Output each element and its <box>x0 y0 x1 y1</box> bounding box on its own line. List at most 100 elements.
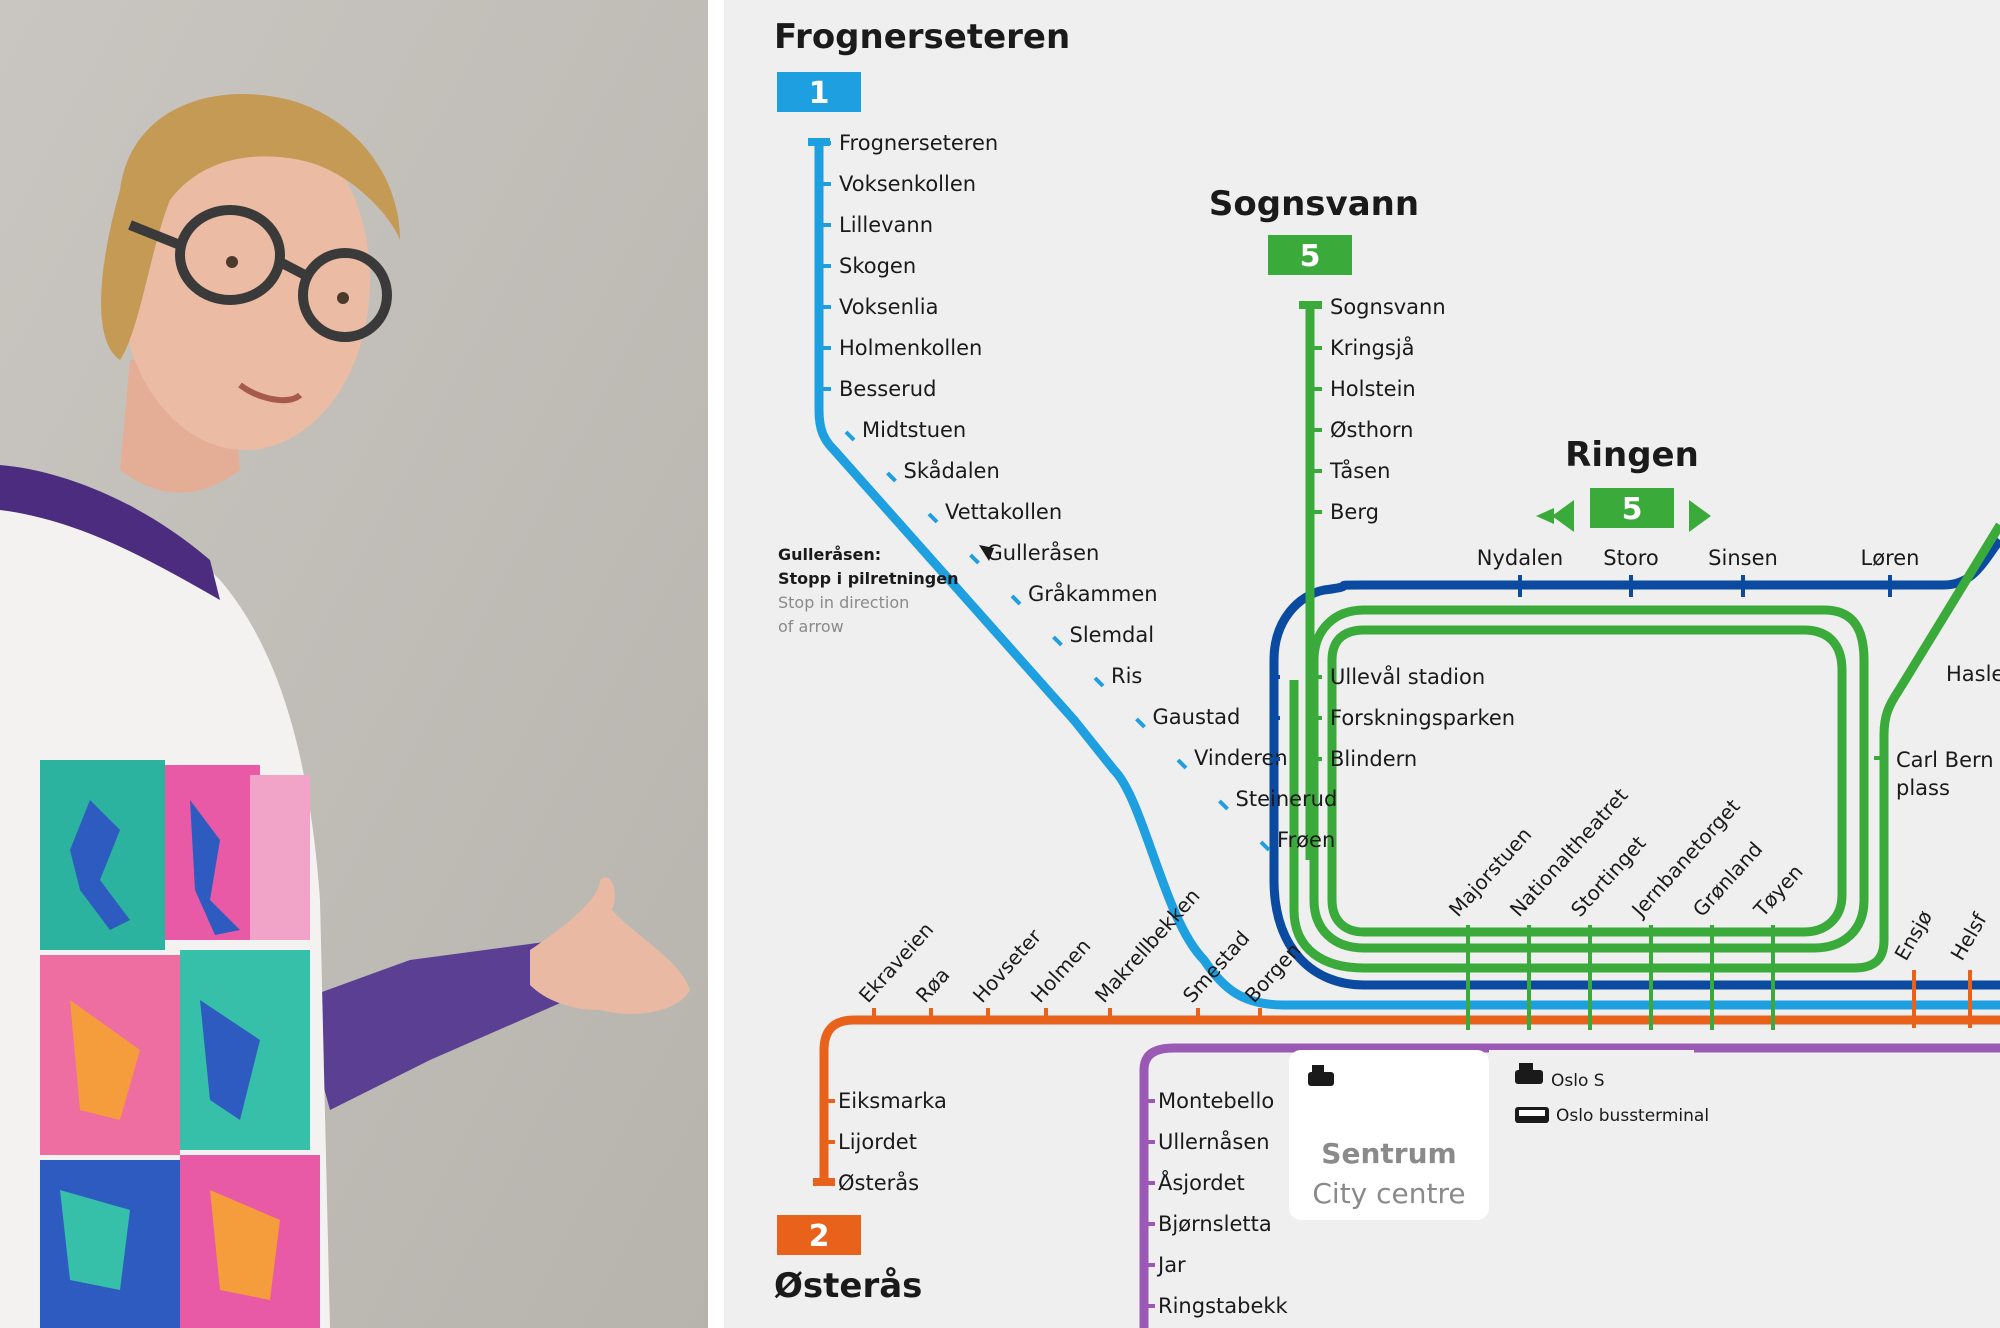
station-berg: Berg <box>1330 500 1379 524</box>
station-loren: Løren <box>1861 546 1920 570</box>
metro-map: Frognerseteren 1 Sognsvann 5 Ringen 5 2 … <box>724 0 2000 1328</box>
line-5-badge-label: 5 <box>1300 239 1321 274</box>
station-jar: Jar <box>1156 1253 1186 1277</box>
station-ulleval-stadion: Ullevål stadion <box>1330 664 1485 689</box>
station-holmenkollen: Holmenkollen <box>839 336 982 360</box>
station-tasen: Tåsen <box>1329 458 1390 483</box>
station-slemdal: Slemdal <box>1070 623 1155 647</box>
sognsvann-title: Sognsvann <box>1209 184 1419 224</box>
station-lillevann: Lillevann <box>839 213 933 237</box>
ringen-title: Ringen <box>1565 435 1699 475</box>
station-voksenlia: Voksenlia <box>839 295 938 319</box>
frognerseteren-title: Frognerseteren <box>774 17 1070 57</box>
line-3 <box>1139 1043 2000 1328</box>
line-5-badge <box>1268 235 1352 275</box>
station-hasle: Hasle <box>1946 662 2000 686</box>
station-ullernasen: Ullernåsen <box>1158 1129 1270 1154</box>
station-blindern: Blindern <box>1330 747 1417 771</box>
station-tick <box>844 430 856 442</box>
map-canvas: Frognerseteren 1 Sognsvann 5 Ringen 5 2 … <box>774 17 2000 1328</box>
station-skogen: Skogen <box>839 254 916 278</box>
station-kringsja: Kringsjå <box>1330 335 1415 360</box>
station-asjordet: Åsjordet <box>1158 1169 1245 1195</box>
station-tick <box>886 471 897 483</box>
bus-terminal-label: Oslo bussterminal <box>1556 1106 1709 1126</box>
station-midtstuen: Midtstuen <box>862 418 966 442</box>
station-tick <box>1218 799 1229 811</box>
svg-text:Stop in direction: Stop in direction <box>778 593 909 612</box>
ringen-badge-label: 5 <box>1622 492 1643 527</box>
station-froen: Frøen <box>1277 828 1335 852</box>
station-toyen: Tøyen <box>1748 860 1808 922</box>
station-borgen: Borgen <box>1240 938 1306 1007</box>
station-forskningsparken: Forskningsparken <box>1330 706 1515 730</box>
sentrum-title: Sentrum <box>1321 1137 1456 1170</box>
station-jernbanetorget: Jernbanetorget <box>1626 794 1745 923</box>
station-bjornsletta: Bjørnsletta <box>1158 1212 1272 1236</box>
station-grakammen: Gråkammen <box>1028 581 1158 606</box>
station-tick <box>1259 840 1271 852</box>
station-tick <box>927 512 939 524</box>
station-roa: Røa <box>911 963 955 1008</box>
station-eiksmarka: Eiksmarka <box>838 1089 947 1113</box>
line-1-badge <box>777 72 861 112</box>
line-2-badge-label: 2 <box>809 1219 830 1254</box>
station-lijordet: Lijordet <box>838 1130 917 1154</box>
station-tick <box>1052 635 1063 647</box>
station-carl-berner-2: plass <box>1896 776 1950 800</box>
line-2-badge <box>777 1215 861 1255</box>
ring-top-stations: Nydalen Storo Sinsen Løren <box>1477 546 1920 597</box>
station-nydalen: Nydalen <box>1477 546 1563 570</box>
line-1-stations: FrognerseterenVoksenkollenLillevannSkoge… <box>819 131 1337 852</box>
station-tick <box>1010 594 1022 606</box>
svg-text:of arrow: of arrow <box>778 617 844 636</box>
line-1 <box>808 138 2000 1010</box>
station-helsf: Helsf <box>1946 908 1992 964</box>
station-ris: Ris <box>1111 664 1142 688</box>
oslo-s-label: Oslo S <box>1551 1071 1605 1091</box>
gullerasen-note: Gulleråsen: Stopp i pilretningen Stop in… <box>778 545 958 636</box>
station-tick <box>1093 676 1105 688</box>
bus-icon <box>1515 1107 1549 1123</box>
line-1-badge-label: 1 <box>809 76 830 111</box>
station-gaustad: Gaustad <box>1153 705 1241 729</box>
station-osthorn: Østhorn <box>1330 418 1413 442</box>
direction-arrow-icon <box>979 545 994 561</box>
station-osteras: Østerås <box>838 1170 919 1195</box>
sentrum-box: Oslo S Oslo bussterminal Sentrum City ce… <box>1289 1050 1709 1220</box>
line-5-stations: SognsvannKringsjåHolsteinØsthornTåsenBer… <box>1310 295 1446 524</box>
station-storo: Storo <box>1603 546 1658 570</box>
station-besserud: Besserud <box>839 377 936 401</box>
station-vettakollen: Vettakollen <box>945 500 1062 524</box>
sentrum-subtitle: City centre <box>1312 1177 1465 1210</box>
station-montebello: Montebello <box>1158 1089 1274 1113</box>
divider <box>708 0 724 1328</box>
station-sognsvann: Sognsvann <box>1330 295 1446 319</box>
station-holstein: Holstein <box>1330 377 1416 401</box>
station-ensjo: Ensjø <box>1890 906 1938 964</box>
train-icon <box>1515 1063 1543 1084</box>
ring-left-arrow-icon <box>1536 508 1554 524</box>
station-skadalen: Skådalen <box>904 458 1000 483</box>
station-carl-berner-1: Carl Bern <box>1896 748 1994 772</box>
station-steinerud: Steinerud <box>1236 787 1338 811</box>
station-tick <box>1176 758 1188 770</box>
osteras-title: Østerås <box>774 1266 922 1306</box>
person-photo <box>0 0 708 1328</box>
svg-text:Stopp i pilretningen: Stopp i pilretningen <box>778 569 958 588</box>
station-frognerseteren: Frognerseteren <box>839 131 998 155</box>
svg-text:Gulleråsen:: Gulleråsen: <box>778 545 881 564</box>
station-sinsen: Sinsen <box>1708 546 1778 570</box>
ring-left-arrow <box>1552 500 1574 532</box>
station-voksenkollen: Voksenkollen <box>839 172 976 196</box>
station-ringstabekk: Ringstabekk <box>1158 1294 1289 1318</box>
train-icon-2 <box>1308 1065 1334 1086</box>
station-tick <box>969 553 980 565</box>
line-5 <box>1289 301 2000 973</box>
line-3-stations: MontebelloUllernåsenÅsjordetBjørnslettaJ… <box>1144 1089 1289 1318</box>
